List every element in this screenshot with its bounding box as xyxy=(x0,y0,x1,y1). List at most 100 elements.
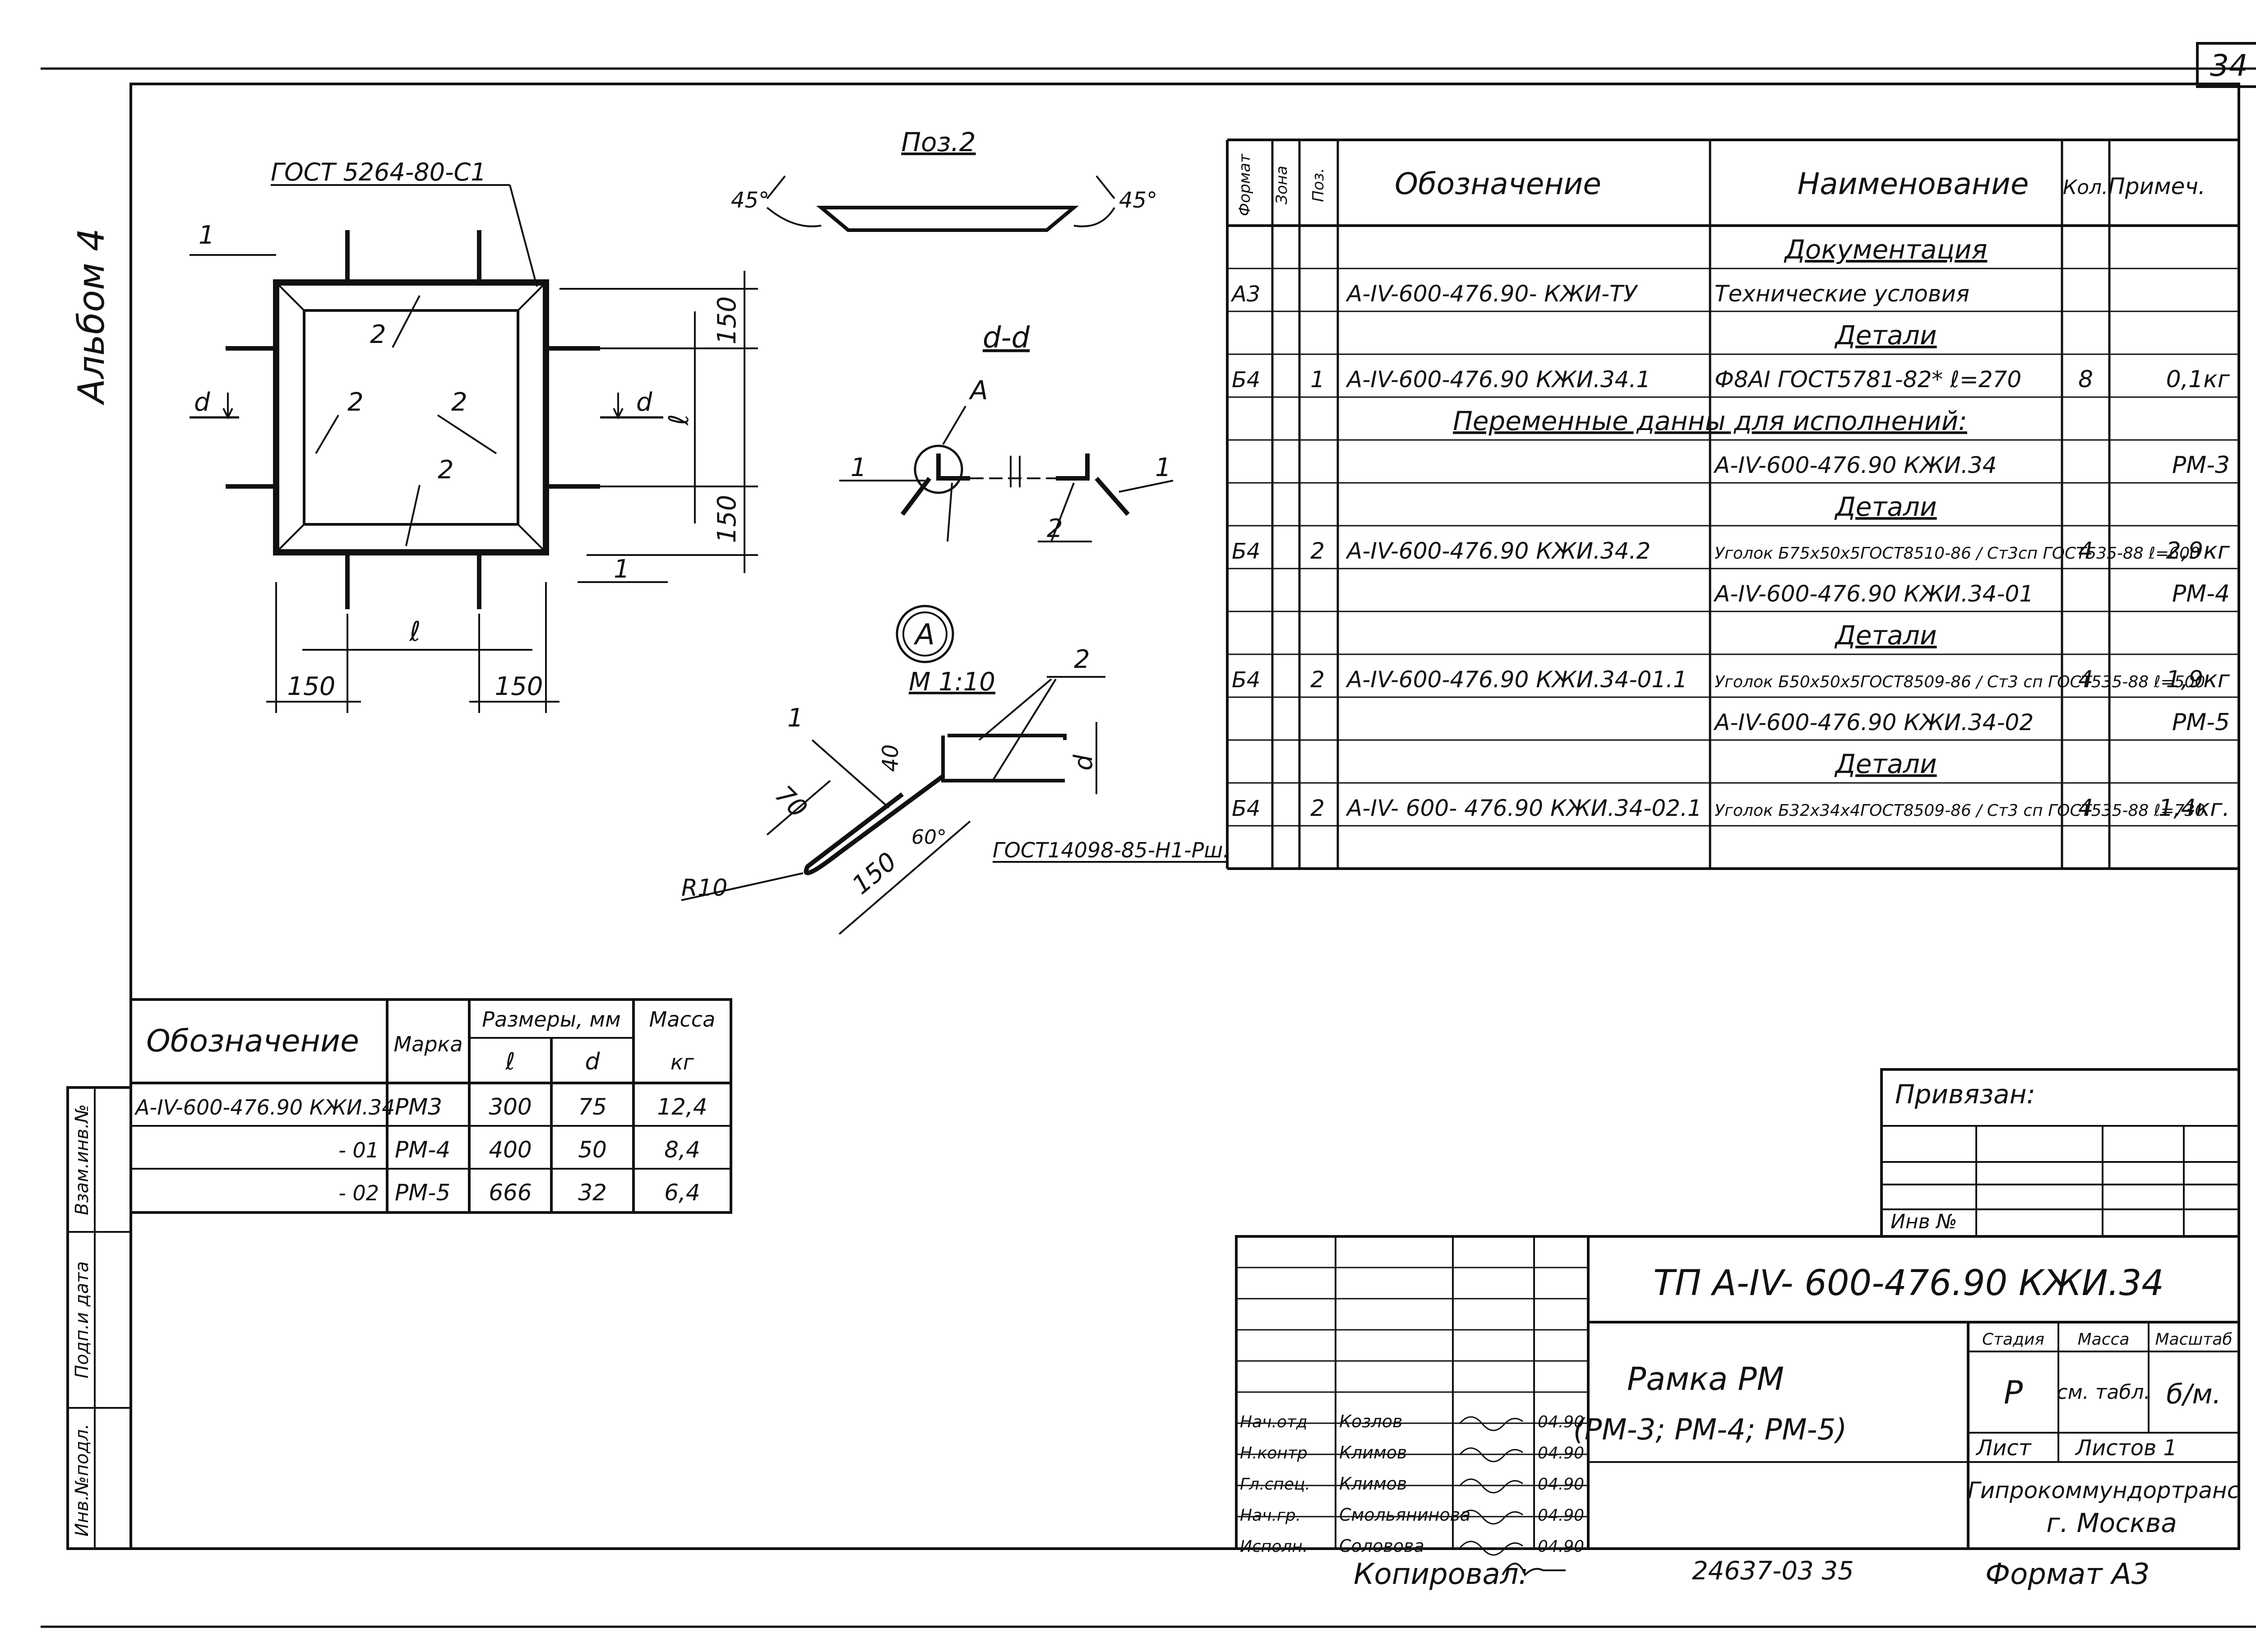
var-h-dims: Размеры, мм xyxy=(482,1007,621,1032)
spec-cell-designation: А-IV-600-476.90 КЖИ.34.2 xyxy=(1345,538,1650,564)
node-a-pos1: 1 xyxy=(787,703,804,733)
tb-org-2: г. Москва xyxy=(2046,1508,2177,1538)
spec-cell-note: 1,4кг. xyxy=(2159,795,2230,822)
variant-l: 666 xyxy=(489,1180,532,1206)
tb-name: Смольянинова xyxy=(1339,1505,1470,1525)
variant-designation: А-IV-600-476.90 КЖИ.34 xyxy=(134,1095,395,1120)
dim-l-bottom: ℓ xyxy=(409,616,421,648)
spec-cell-name: Уголок Б32х34х4ГОСТ8509-86 / Ст3 сп ГОСТ… xyxy=(1715,801,2205,820)
var-h-designation: Обозначение xyxy=(146,1023,359,1059)
tb-stage: Р xyxy=(2004,1374,2023,1411)
tb-role: Н.контр xyxy=(1240,1444,1308,1462)
footer-format: Формат А3 xyxy=(1985,1558,2150,1591)
spec-cell-note: 1,9кг xyxy=(2166,666,2230,693)
spec-cell-name: Детали xyxy=(1834,620,1937,651)
var-h-mark: Марка xyxy=(393,1032,462,1056)
spec-row: А-IV-600-476.90 КЖИ.34-01 РМ-4 xyxy=(1713,580,2230,607)
spec-row: Переменные данны для исполнений: xyxy=(1453,406,1967,436)
spec-cell-name: А-IV-600-476.90 КЖИ.34-02 xyxy=(1713,709,2034,736)
signature-icon xyxy=(1459,1509,1523,1525)
footer-copied: Копировал: xyxy=(1354,1558,1528,1591)
spec-cell-pos: 2 xyxy=(1310,795,1325,821)
dim-150-right-bottom: 150 xyxy=(712,495,742,543)
spec-cell-name: А-IV-600-476.90 КЖИ.34-01 xyxy=(1713,581,2034,607)
spec-cell-format: А3 xyxy=(1230,282,1260,307)
section-node-label: А xyxy=(968,375,988,406)
spec-h-note: Примеч. xyxy=(2108,173,2205,199)
tb-name: Климов xyxy=(1339,1474,1407,1494)
spec-cell-name: Документация xyxy=(1784,234,1988,265)
tb-sheets-h: Листов 1 xyxy=(2075,1435,2177,1461)
privyazan-label: Привязан: xyxy=(1895,1079,2035,1110)
tb-date: 04.90 xyxy=(1538,1413,1584,1431)
tb-scale-h: Масштаб xyxy=(2155,1330,2232,1349)
frame-label-pos2-c: 2 xyxy=(451,388,467,417)
gost-weld-label: ГОСТ 5264-80-С1 xyxy=(271,158,486,186)
sheet-number: 34 xyxy=(2210,48,2248,83)
variant-mass: 6,4 xyxy=(664,1180,700,1206)
var-h-mass: Масса xyxy=(649,1007,716,1032)
spec-h-format: Формат xyxy=(1236,153,1254,216)
tb-date: 04.90 xyxy=(1538,1444,1584,1462)
variant-mass: 8,4 xyxy=(664,1137,700,1163)
frame-label-pos1-bottom: 1 xyxy=(614,555,630,584)
spec-cell-qty: 4 xyxy=(2078,537,2093,565)
spec-h-designation: Обозначение xyxy=(1395,167,1601,201)
section-pos1-left: 1 xyxy=(851,453,867,482)
spec-cell-pos: 2 xyxy=(1310,666,1325,693)
tb-date: 04.90 xyxy=(1538,1506,1584,1525)
spec-h-zone: Зона xyxy=(1273,166,1291,204)
spec-cell-qty: 4 xyxy=(2078,666,2093,693)
tb-name: Климов xyxy=(1339,1443,1407,1462)
section-d-right: d xyxy=(636,388,652,417)
tb-role: Исполн. xyxy=(1240,1537,1308,1556)
variant-mark: РМ3 xyxy=(395,1094,442,1120)
side-podp-data: Подп.и дата xyxy=(72,1261,92,1379)
variant-d: 50 xyxy=(578,1137,607,1163)
spec-h-qty: Кол. xyxy=(2063,176,2108,199)
spec-cell-note: 0,1кг xyxy=(2166,366,2230,393)
variant-d: 32 xyxy=(578,1180,607,1206)
tb-scale: б/м. xyxy=(2166,1379,2221,1410)
tb-sheet-h: Лист xyxy=(1975,1435,2032,1461)
node-a-detail: А М 1:10 2 1 40 d 70 60° 150 R10 ГОСТ140… xyxy=(681,605,1230,935)
var-h-mass-unit: кг xyxy=(670,1050,694,1074)
dim-150-bottom-right: 150 xyxy=(495,672,543,701)
spec-cell-note: РМ-4 xyxy=(2172,580,2230,607)
pos2-profile: Поз.2 45° 45° xyxy=(731,127,1157,232)
node-a-r10: R10 xyxy=(681,875,727,902)
frame-label-pos2-a: 2 xyxy=(370,320,386,349)
signature-icon xyxy=(1459,1478,1523,1494)
tb-mass: см. табл. xyxy=(2057,1381,2150,1404)
spec-row: Б4 2 А-IV-600-476.90 КЖИ.34-01.1 Уголок Б50… xyxy=(1232,666,2230,693)
dim-150-bottom-left: 150 xyxy=(287,672,336,701)
side-inv-podl: Инв.№подл. xyxy=(72,1424,92,1537)
var-h-d: d xyxy=(585,1048,600,1075)
spec-row: Детали xyxy=(1834,320,1937,351)
spec-cell-designation: А-IV- 600- 476.90 КЖИ.34-02.1 xyxy=(1345,795,1702,821)
spec-row: Детали xyxy=(1834,491,1937,522)
spec-cell-format: Б4 xyxy=(1232,667,1260,693)
spec-cell-designation: А-IV-600-476.90 КЖИ.34-01.1 xyxy=(1345,666,1687,693)
spec-cell-name: Переменные данны для исполнений: xyxy=(1453,406,1967,436)
variant-designation: - 02 xyxy=(338,1181,379,1205)
angle-left-label: 45° xyxy=(731,188,769,213)
tb-code: ТП А-IV- 600-476.90 КЖИ.34 xyxy=(1653,1263,2164,1304)
spec-cell-name: Уголок Б50х50х5ГОСТ8509-86 / Ст3 сп ГОСТ… xyxy=(1715,673,2205,691)
angle-right-label: 45° xyxy=(1119,188,1157,213)
spec-row: Детали xyxy=(1834,620,1937,651)
spec-cell-designation: А-IV-600-476.90 КЖИ.34.1 xyxy=(1345,366,1650,393)
node-a-dim150: 150 xyxy=(846,847,902,901)
frame-label-pos1-top: 1 xyxy=(199,221,215,250)
tb-person-row: Н.контр Климов 04.90 xyxy=(1240,1443,1584,1462)
tb-org-1: Гипрокоммундортранс xyxy=(1968,1477,2239,1504)
variant-l: 300 xyxy=(489,1094,532,1120)
